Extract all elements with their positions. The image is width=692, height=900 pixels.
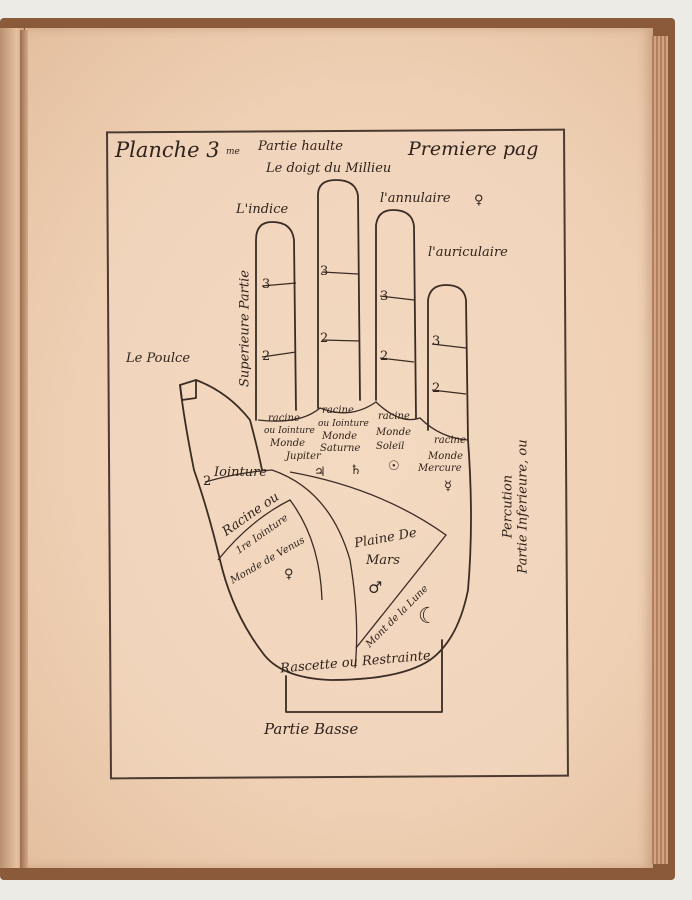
middle-mount-label: Monde [322, 431, 358, 442]
middle-planet-label: Saturne [320, 443, 361, 454]
superior-part-label: Superieure Partie [237, 270, 253, 387]
plain-of-mars-label-2: Mars [366, 553, 400, 568]
middle-root-alt: ou Iointure [318, 419, 369, 429]
head-line [289, 471, 447, 649]
plate-title-right: Premiere pag [408, 138, 539, 160]
mars-symbol: ♂ [368, 578, 383, 597]
index-planet-label: Jupiter [286, 451, 321, 462]
little-phalanx-2: 2 [432, 381, 441, 396]
life-line [271, 469, 358, 669]
thumb-fold [179, 379, 197, 401]
thumb-joint-label: Iointure [214, 465, 267, 480]
index-finger-label: L'indice [236, 202, 289, 217]
index-root-alt: ou Iointure [264, 426, 315, 436]
venus-symbol-palm: ♀ [284, 567, 294, 582]
ring-root-label: racine [378, 411, 410, 422]
venus-inner-line [217, 499, 323, 601]
middle-phalanx-2: 2 [320, 331, 329, 346]
thumb-label: Le Poulce [126, 351, 191, 366]
ring-phalanx-3: 3 [380, 289, 389, 304]
thumb-joint-number: 2 [203, 474, 212, 489]
little-phalanx-3: 3 [432, 334, 441, 349]
ring-phalanx-2: 2 [380, 349, 389, 364]
moon-symbol: ☾ [418, 604, 438, 629]
phalanx-lines [261, 271, 467, 395]
index-root-label: racine [268, 413, 300, 424]
little-root-label: racine [434, 435, 466, 446]
hand-outline [179, 179, 472, 681]
ring-planet-label: Soleil [376, 441, 405, 452]
jupiter-symbol: ♃ [314, 465, 326, 480]
plate-title-left: Planche 3 [115, 138, 220, 162]
plate-title-sup: me [226, 147, 240, 157]
bottom-part-label: Partie Basse [264, 720, 359, 738]
ring-mount-label: Monde [376, 427, 412, 438]
little-finger-label: l'auriculaire [428, 245, 508, 260]
ring-finger-label: l'annulaire [380, 191, 451, 206]
little-mount-label: Monde [428, 451, 464, 462]
index-phalanx-3: 3 [262, 277, 271, 292]
middle-finger-label: Le doigt du Millieu [266, 161, 392, 176]
page [25, 28, 653, 868]
middle-phalanx-3: 3 [320, 264, 329, 279]
page-edges [652, 36, 668, 864]
inferior-part-label-2: Percution [500, 474, 516, 539]
index-mount-label: Monde [270, 438, 306, 449]
little-planet-label: Mercure [418, 463, 462, 474]
top-part-label: Partie haulte [258, 139, 343, 154]
mercury-symbol: ☿ [444, 479, 452, 494]
index-phalanx-2: 2 [262, 349, 271, 364]
thumb-joint-line [204, 469, 273, 483]
book-gutter [20, 30, 28, 868]
venus-symbol-ring: ♀ [474, 193, 484, 208]
wrist-band [285, 639, 443, 713]
inferior-part-label-1: Partie Inferieure, ou [515, 439, 531, 574]
saturn-symbol: ♄ [350, 463, 362, 478]
middle-root-label: racine [322, 405, 354, 416]
finger-base-line [257, 401, 469, 441]
sun-symbol: ☉ [388, 459, 400, 474]
